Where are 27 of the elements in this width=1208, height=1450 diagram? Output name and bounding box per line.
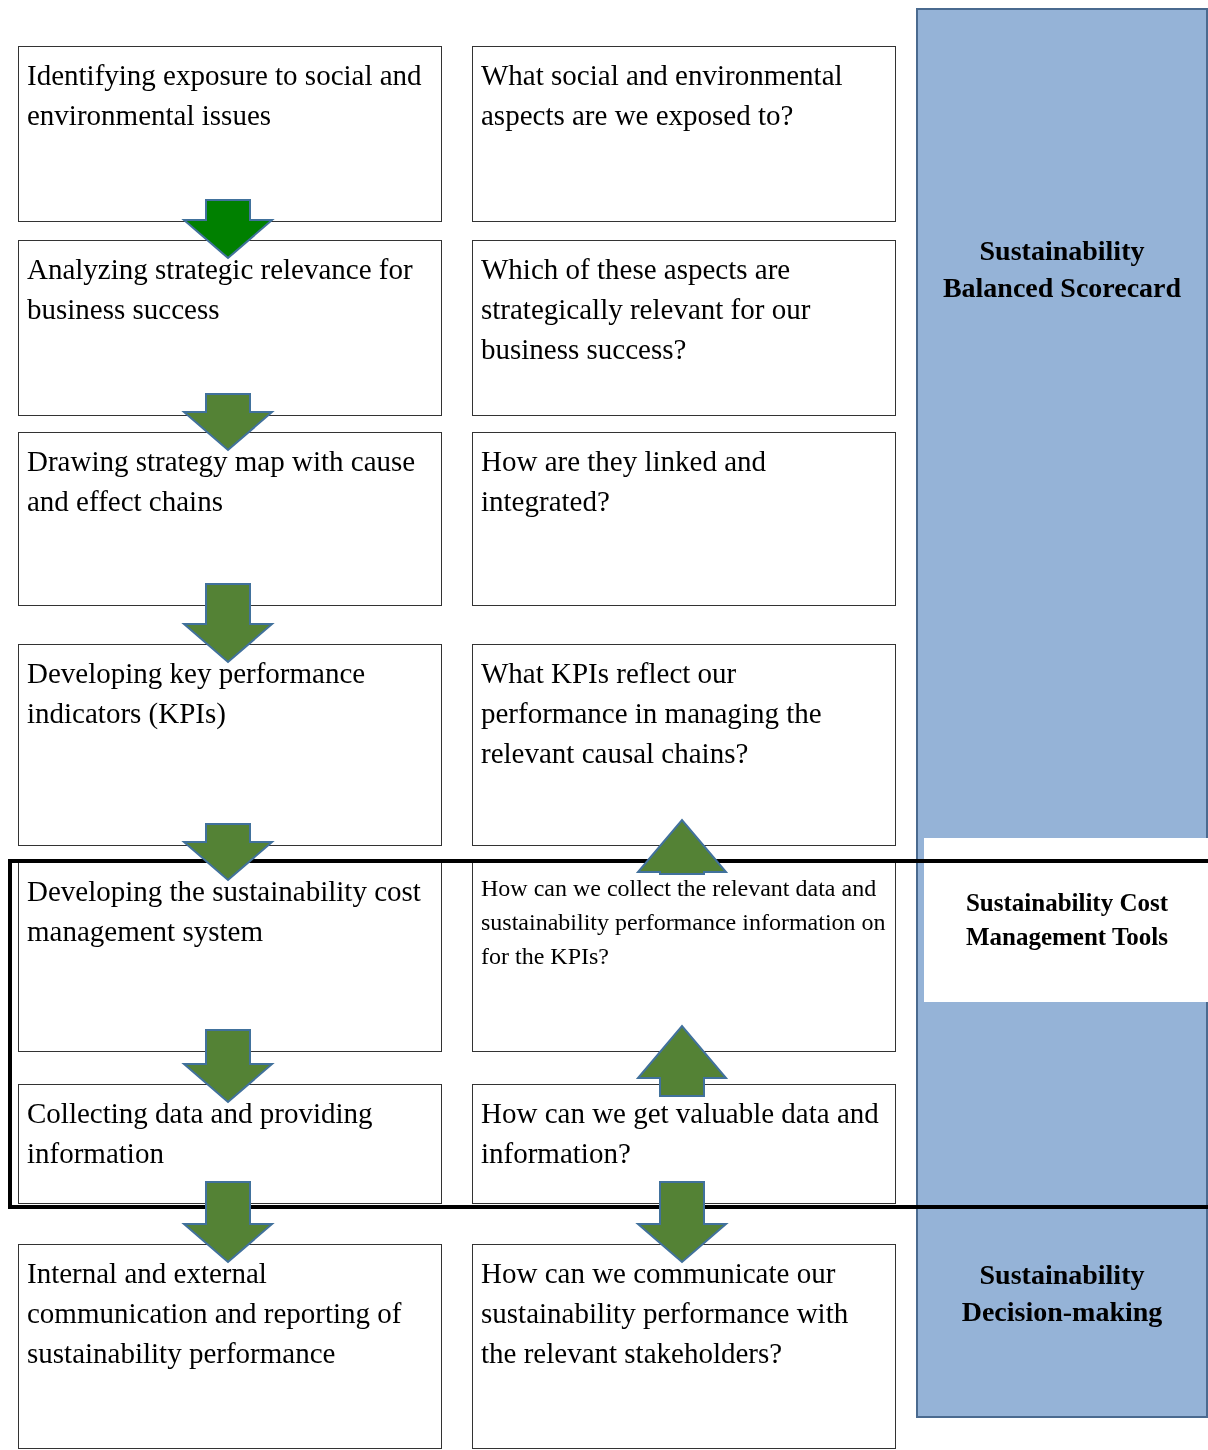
- block-arrow: [181, 393, 275, 452]
- block-arrow: [181, 583, 275, 664]
- block-arrow: [635, 1181, 729, 1264]
- step-box: Identifying exposure to social and environmental issues: [18, 46, 442, 222]
- band-title: Sustainability Decision-making: [960, 1258, 1164, 1329]
- step-box: Drawing strategy map with cause and effect chains: [18, 432, 442, 606]
- step-box: Developing key performance indicators (KPIs): [18, 644, 442, 846]
- side-band: [916, 8, 1208, 1418]
- step-box: Collecting data and providing information: [18, 1084, 442, 1204]
- block-arrow: [635, 818, 729, 875]
- question-box: What KPIs reflect our performance in managing the relevant causal chains?: [472, 644, 896, 846]
- question-box: Which of these aspects are strategically relevant for our business success?: [472, 240, 896, 416]
- block-arrow: [181, 199, 275, 260]
- band-title: Sustainability Balanced Scorecard: [941, 234, 1183, 305]
- question-box: How can we communicate our sustainability performance with the relevant stakeholders?: [472, 1244, 896, 1449]
- block-arrow: [181, 1181, 275, 1264]
- step-box: Developing the sustainability cost management system: [18, 862, 442, 1052]
- step-box: Analyzing strategic relevance for business success: [18, 240, 442, 416]
- question-box: How can we collect the relevant data and sustainability performance information on for the KPIs?: [472, 862, 896, 1052]
- block-arrow: [181, 823, 275, 882]
- block-arrow: [635, 1024, 729, 1097]
- step-box: Internal and external communication and reporting of sustainability performance: [18, 1244, 442, 1449]
- question-box: How can we get valuable data and information?: [472, 1084, 896, 1204]
- question-box: How are they linked and integrated?: [472, 432, 896, 606]
- question-box: What social and environmental aspects are we exposed to?: [472, 46, 896, 222]
- tools-box: Sustainability Cost Management Tools: [924, 838, 1208, 1002]
- block-arrow: [181, 1029, 275, 1104]
